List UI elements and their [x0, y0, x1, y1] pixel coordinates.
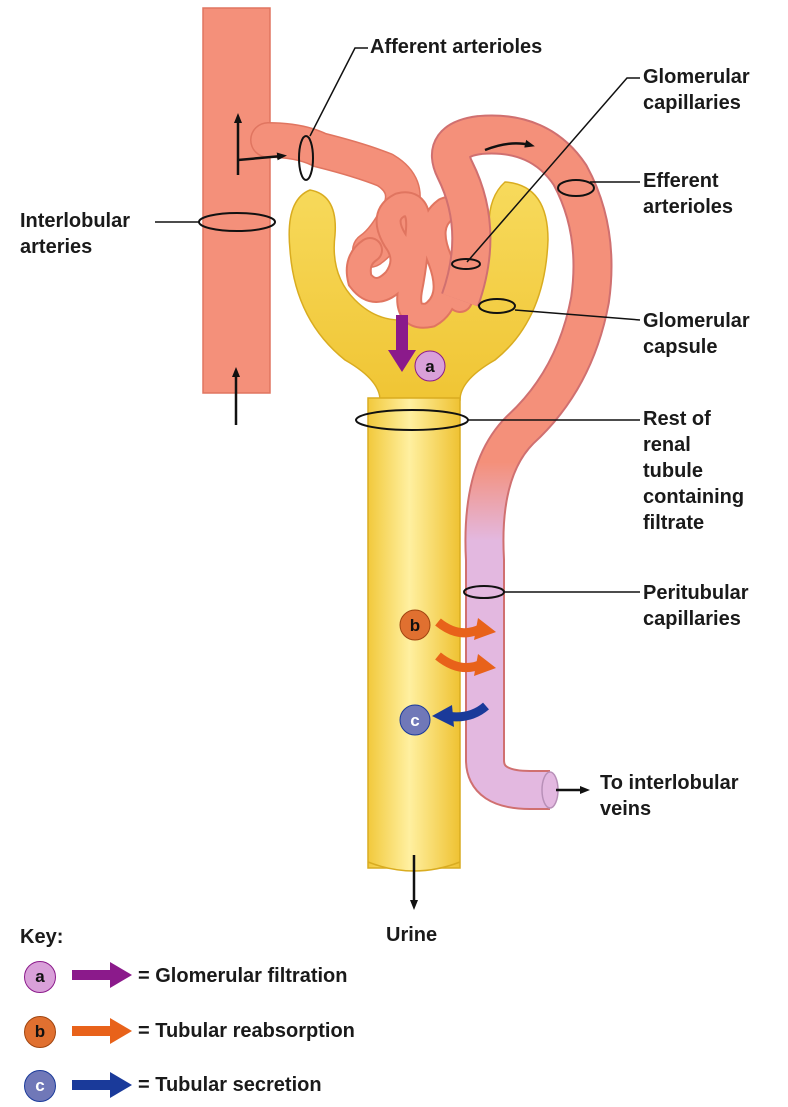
label-peritubular-capillaries: Peritubular capillaries — [643, 580, 749, 632]
marker-a-label: a — [425, 357, 435, 376]
marker-b: b — [400, 610, 430, 640]
key-badge-c: c — [24, 1070, 56, 1102]
key-text-a: = Glomerular filtration — [138, 963, 347, 989]
key-title: Key: — [20, 924, 63, 950]
key-arrow-a — [72, 962, 132, 988]
marker-b-label: b — [410, 616, 420, 635]
key-badge-b: b — [24, 1016, 56, 1048]
key-badge-a: a — [24, 961, 56, 993]
label-to-interlobular-veins: To interlobular veins — [600, 770, 739, 822]
interlobular-artery — [203, 8, 270, 393]
label-rest-of-renal-tubule: Rest of renal tubule containing filtrate — [643, 406, 744, 536]
label-glomerular-capillaries: Glomerular capillaries — [643, 64, 750, 116]
label-afferent-arterioles: Afferent arterioles — [370, 34, 542, 60]
key-text-c: = Tubular secretion — [138, 1072, 322, 1098]
label-glomerular-capsule: Glomerular capsule — [643, 308, 750, 360]
label-interlobular-arteries: Interlobular arteries — [20, 208, 130, 260]
marker-a: a — [415, 351, 445, 381]
key-arrow-c — [72, 1072, 132, 1098]
key-text-b: = Tubular reabsorption — [138, 1018, 355, 1044]
label-urine: Urine — [386, 922, 437, 948]
marker-c: c — [400, 705, 430, 735]
peritubular-capillary-end — [542, 772, 558, 808]
label-efferent-arterioles: Efferent arterioles — [643, 168, 733, 220]
key-arrow-b — [72, 1018, 132, 1044]
marker-c-label: c — [410, 711, 419, 730]
